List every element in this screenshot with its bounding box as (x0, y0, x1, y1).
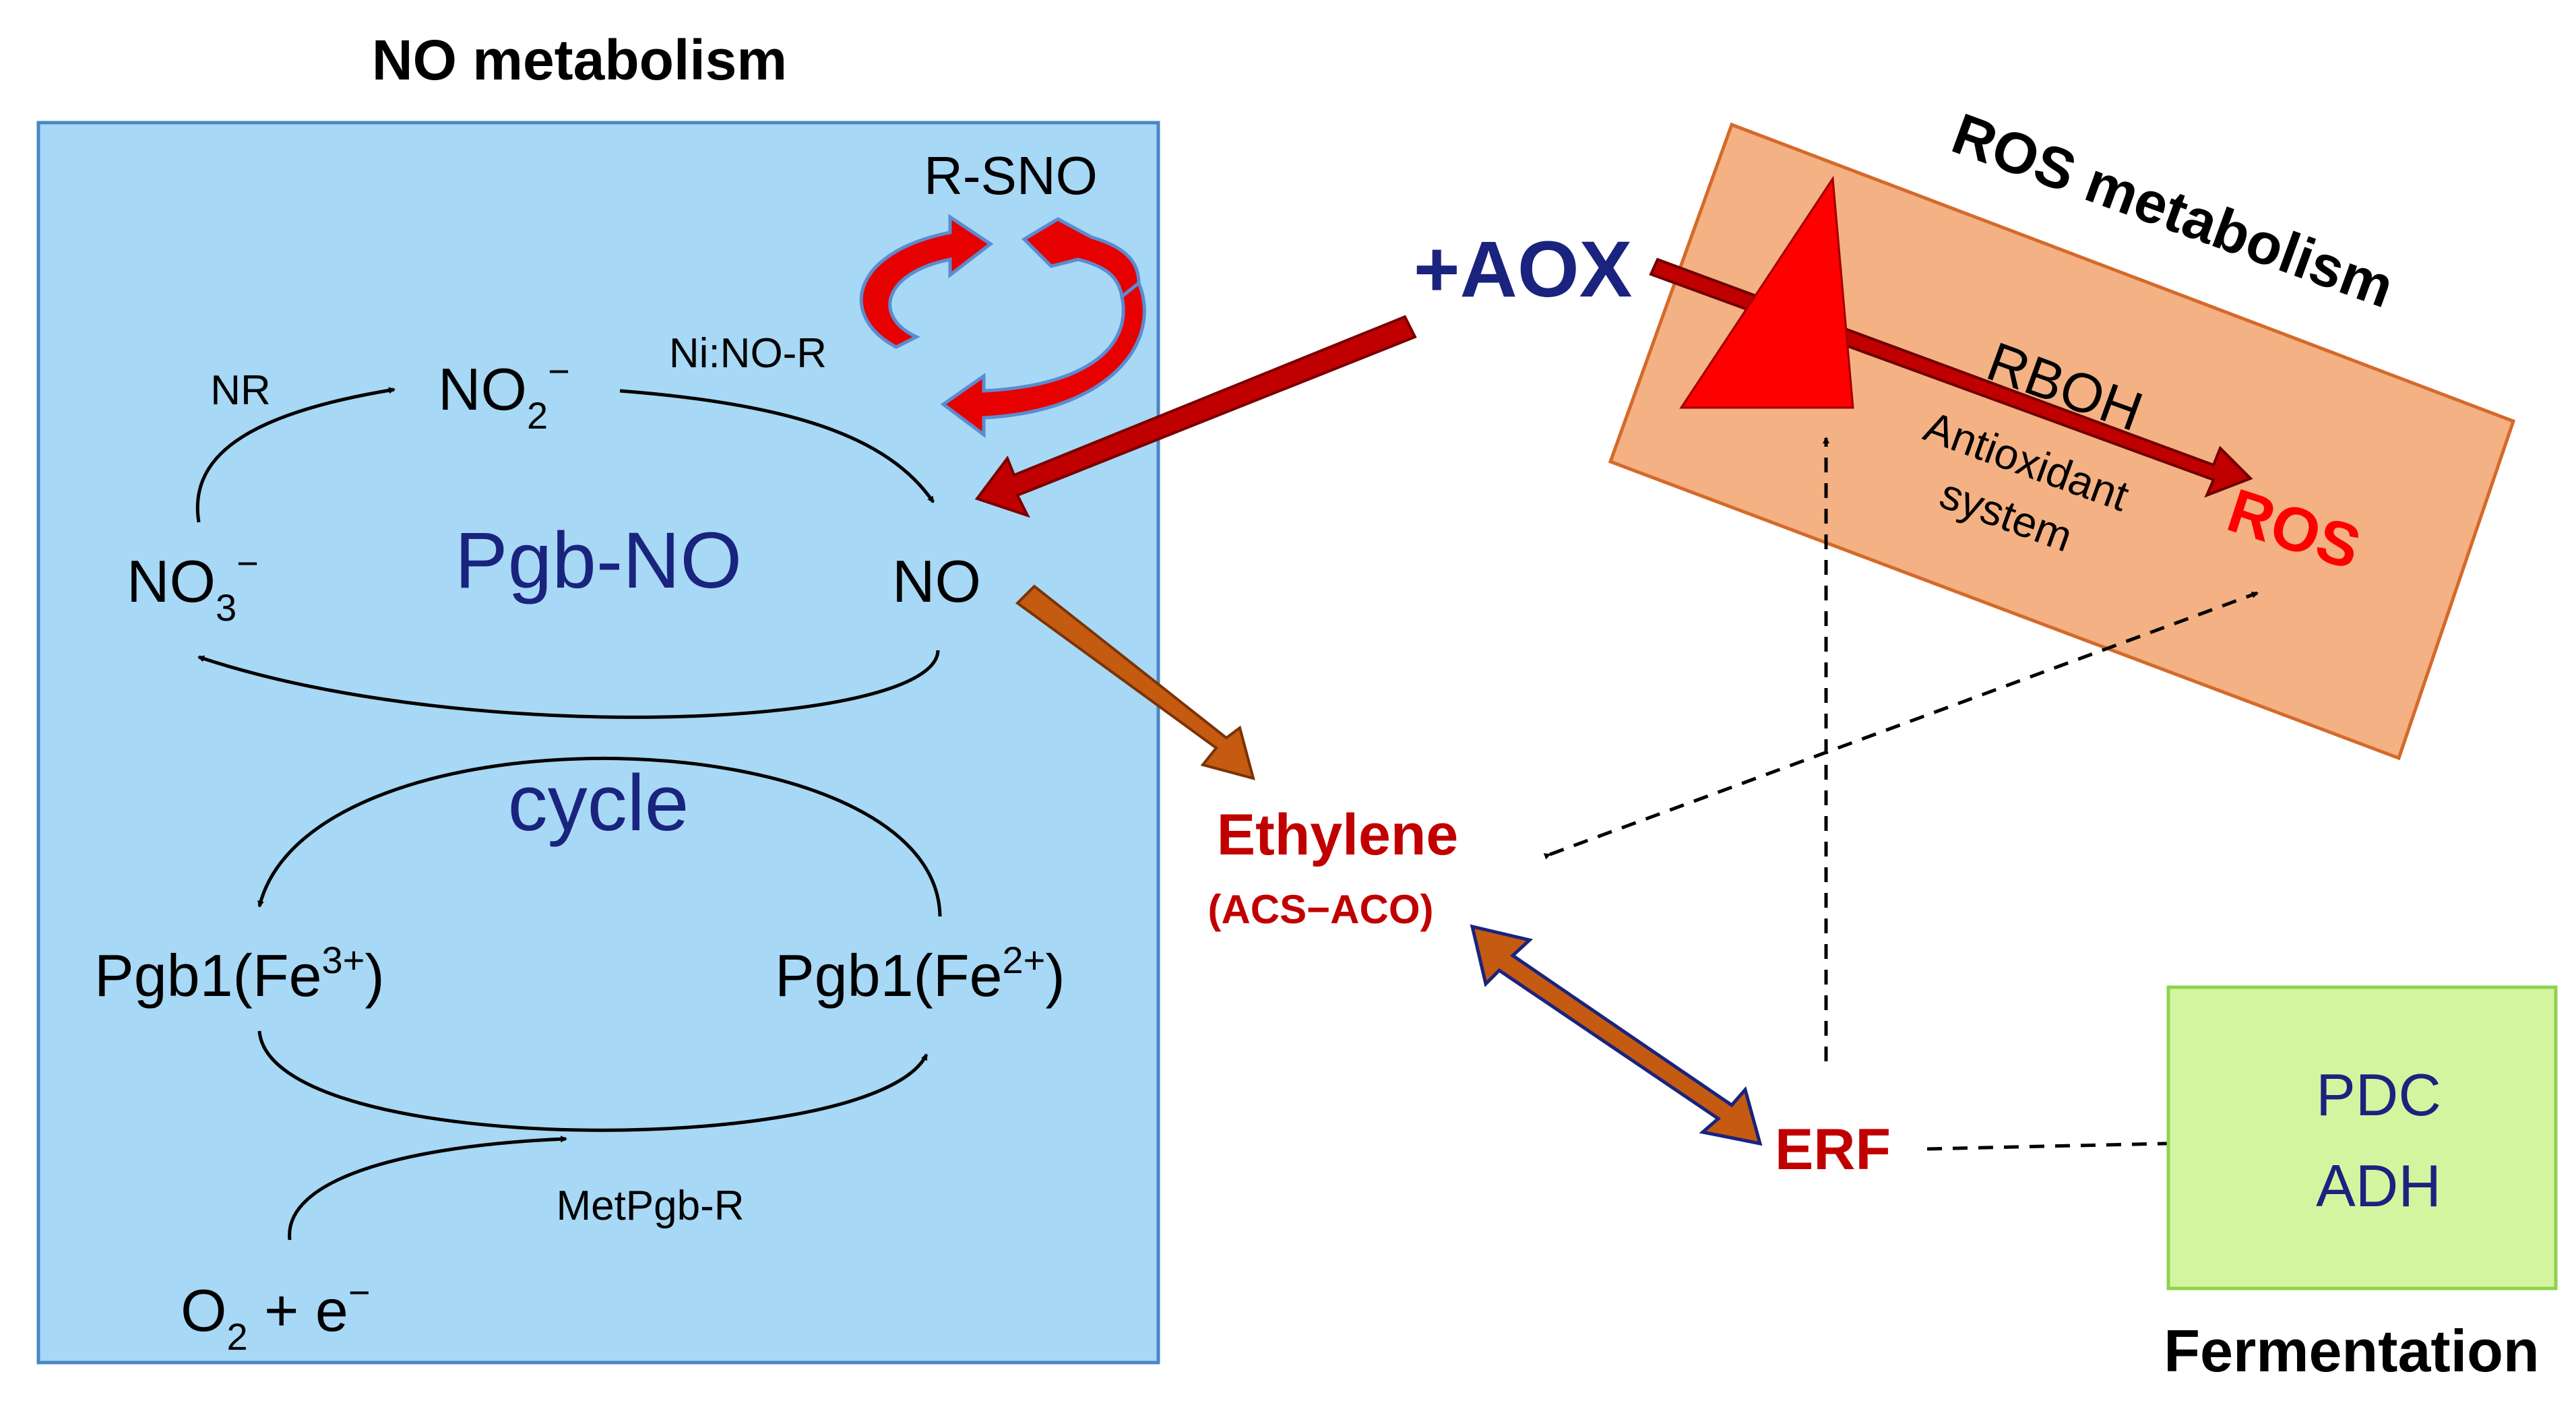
no-label: NO (892, 548, 981, 615)
no-metabolism-heading: NO metabolism (372, 28, 787, 92)
pgb1-fe2-label: Pgb1(Fe2+) (775, 939, 1065, 1009)
ros-ethylene-link (1543, 591, 2259, 860)
o2-electron-label: O2 + e− (181, 1271, 371, 1358)
ros-modulation-wedge (1679, 175, 1854, 409)
nr-label: NR (210, 367, 271, 414)
pdc-label: PDC (2316, 1061, 2441, 1128)
no-to-no3-arrow (197, 650, 940, 719)
erf-label: ERF (1775, 1117, 1891, 1182)
pgb1-fe3-label: Pgb1(Fe3+) (94, 939, 385, 1009)
aox-to-no-arrow (974, 315, 1417, 518)
no2-label: NO2− (438, 350, 570, 437)
ethylene-erf-double-arrow (1470, 924, 1763, 1146)
ni-no-r-arrow (619, 389, 935, 503)
rsno-label: R-SNO (924, 146, 1098, 206)
no-to-ethylene-arrow (1015, 584, 1255, 780)
rsno-cycle-icon (859, 214, 1146, 438)
fermentation-label: Fermentation (2164, 1317, 2539, 1384)
o2-feed-arrow (288, 1135, 567, 1241)
fermentation-panel (2166, 985, 2558, 1290)
cycle-label: cycle (508, 759, 689, 848)
ni-no-r-label: Ni:NO-R (669, 330, 827, 377)
ethylene-label: Ethylene (1217, 803, 1458, 867)
fe2-to-fe3-arrow (257, 757, 942, 917)
adh-label: ADH (2316, 1152, 2441, 1219)
ros-metabolism-panel (1608, 122, 2516, 761)
metpgb-r-label: MetPgb-R (556, 1183, 744, 1229)
no-metabolism-panel (36, 121, 1160, 1365)
fe3-to-fe2-arrow (257, 1030, 929, 1132)
aox-label: +AOX (1414, 225, 1633, 314)
no3-label: NO3− (127, 542, 259, 629)
nr-arrow (195, 387, 396, 523)
acs-aco-label: (ACS−ACO) (1207, 887, 1433, 932)
pgb-no-label: Pgb-NO (455, 516, 742, 605)
